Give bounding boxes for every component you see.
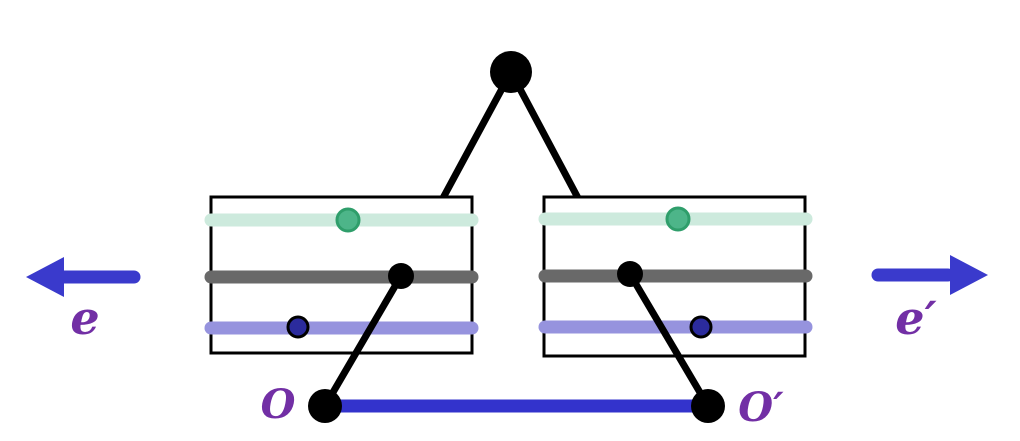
left-green-point <box>335 207 361 233</box>
origin-left-label: O <box>261 381 296 428</box>
apex-to-right-plane-line <box>507 70 582 200</box>
right-green-point <box>665 206 691 232</box>
right-black-point <box>617 261 643 287</box>
origin-right-node <box>691 389 725 423</box>
right-arrow-head-icon <box>950 255 988 295</box>
origin-left-node <box>308 389 342 423</box>
right-navy-point <box>689 315 713 339</box>
origin-right-label: O′ <box>738 384 784 431</box>
right-plane-to-origin-line <box>626 272 712 408</box>
left-navy-point <box>286 315 310 339</box>
arrow-left-label: e <box>70 291 99 345</box>
apex-to-left-plane-line <box>439 70 515 200</box>
right-arrow <box>871 255 988 295</box>
left-arrow-head-icon <box>26 257 64 297</box>
left-black-point <box>388 263 414 289</box>
left-arrow <box>26 257 141 297</box>
apex-node <box>490 51 532 93</box>
arrow-right-label: e′ <box>895 291 936 345</box>
left-plane-to-origin-line <box>321 274 405 408</box>
